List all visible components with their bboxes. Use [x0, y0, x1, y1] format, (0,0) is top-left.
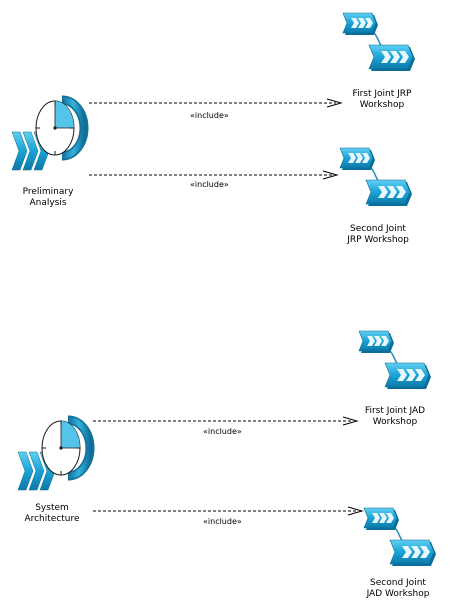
workshop-wave-icon[interactable]: [342, 12, 416, 72]
workshop-wave-icon[interactable]: [358, 330, 432, 390]
source-label-line2: Analysis: [29, 198, 67, 208]
workshop-wave-icon[interactable]: [339, 147, 413, 207]
target-label: First Joint JRP Workshop: [327, 89, 437, 111]
include-stereotype: «include»: [190, 111, 229, 120]
target-label-line2: JAD Workshop: [366, 589, 430, 599]
target-label: First Joint JAD Workshop: [340, 406, 450, 428]
include-stereotype: «include»: [190, 180, 229, 189]
target-label-line1: First Joint JAD: [364, 406, 426, 416]
target-label-line2: Workshop: [359, 100, 405, 110]
target-label-line1: Second Joint: [350, 224, 406, 234]
target-label-line1: Second Joint: [370, 578, 426, 588]
include-arrowhead: [326, 98, 343, 108]
target-label-line2: Workshop: [372, 417, 418, 427]
include-stereotype: «include»: [203, 427, 242, 436]
process-clock-icon[interactable]: [12, 100, 84, 170]
source-label-line1: System: [35, 503, 69, 513]
source-label-line1: Preliminary: [22, 187, 74, 197]
include-arrowhead: [347, 506, 364, 516]
target-label: Second Joint JRP Workshop: [323, 224, 433, 246]
source-label: System Architecture: [12, 503, 92, 525]
target-label-line2: JRP Workshop: [347, 235, 409, 245]
source-label: Preliminary Analysis: [8, 187, 88, 209]
include-arrowhead: [342, 416, 359, 426]
workshop-wave-icon[interactable]: [363, 507, 437, 567]
source-label-line2: Architecture: [24, 514, 80, 524]
target-label-line1: First Joint JRP: [352, 89, 412, 99]
include-arrowhead: [322, 170, 339, 180]
target-label: Second Joint JAD Workshop: [343, 578, 453, 600]
include-stereotype: «include»: [203, 517, 242, 526]
process-clock-icon[interactable]: [18, 420, 90, 490]
